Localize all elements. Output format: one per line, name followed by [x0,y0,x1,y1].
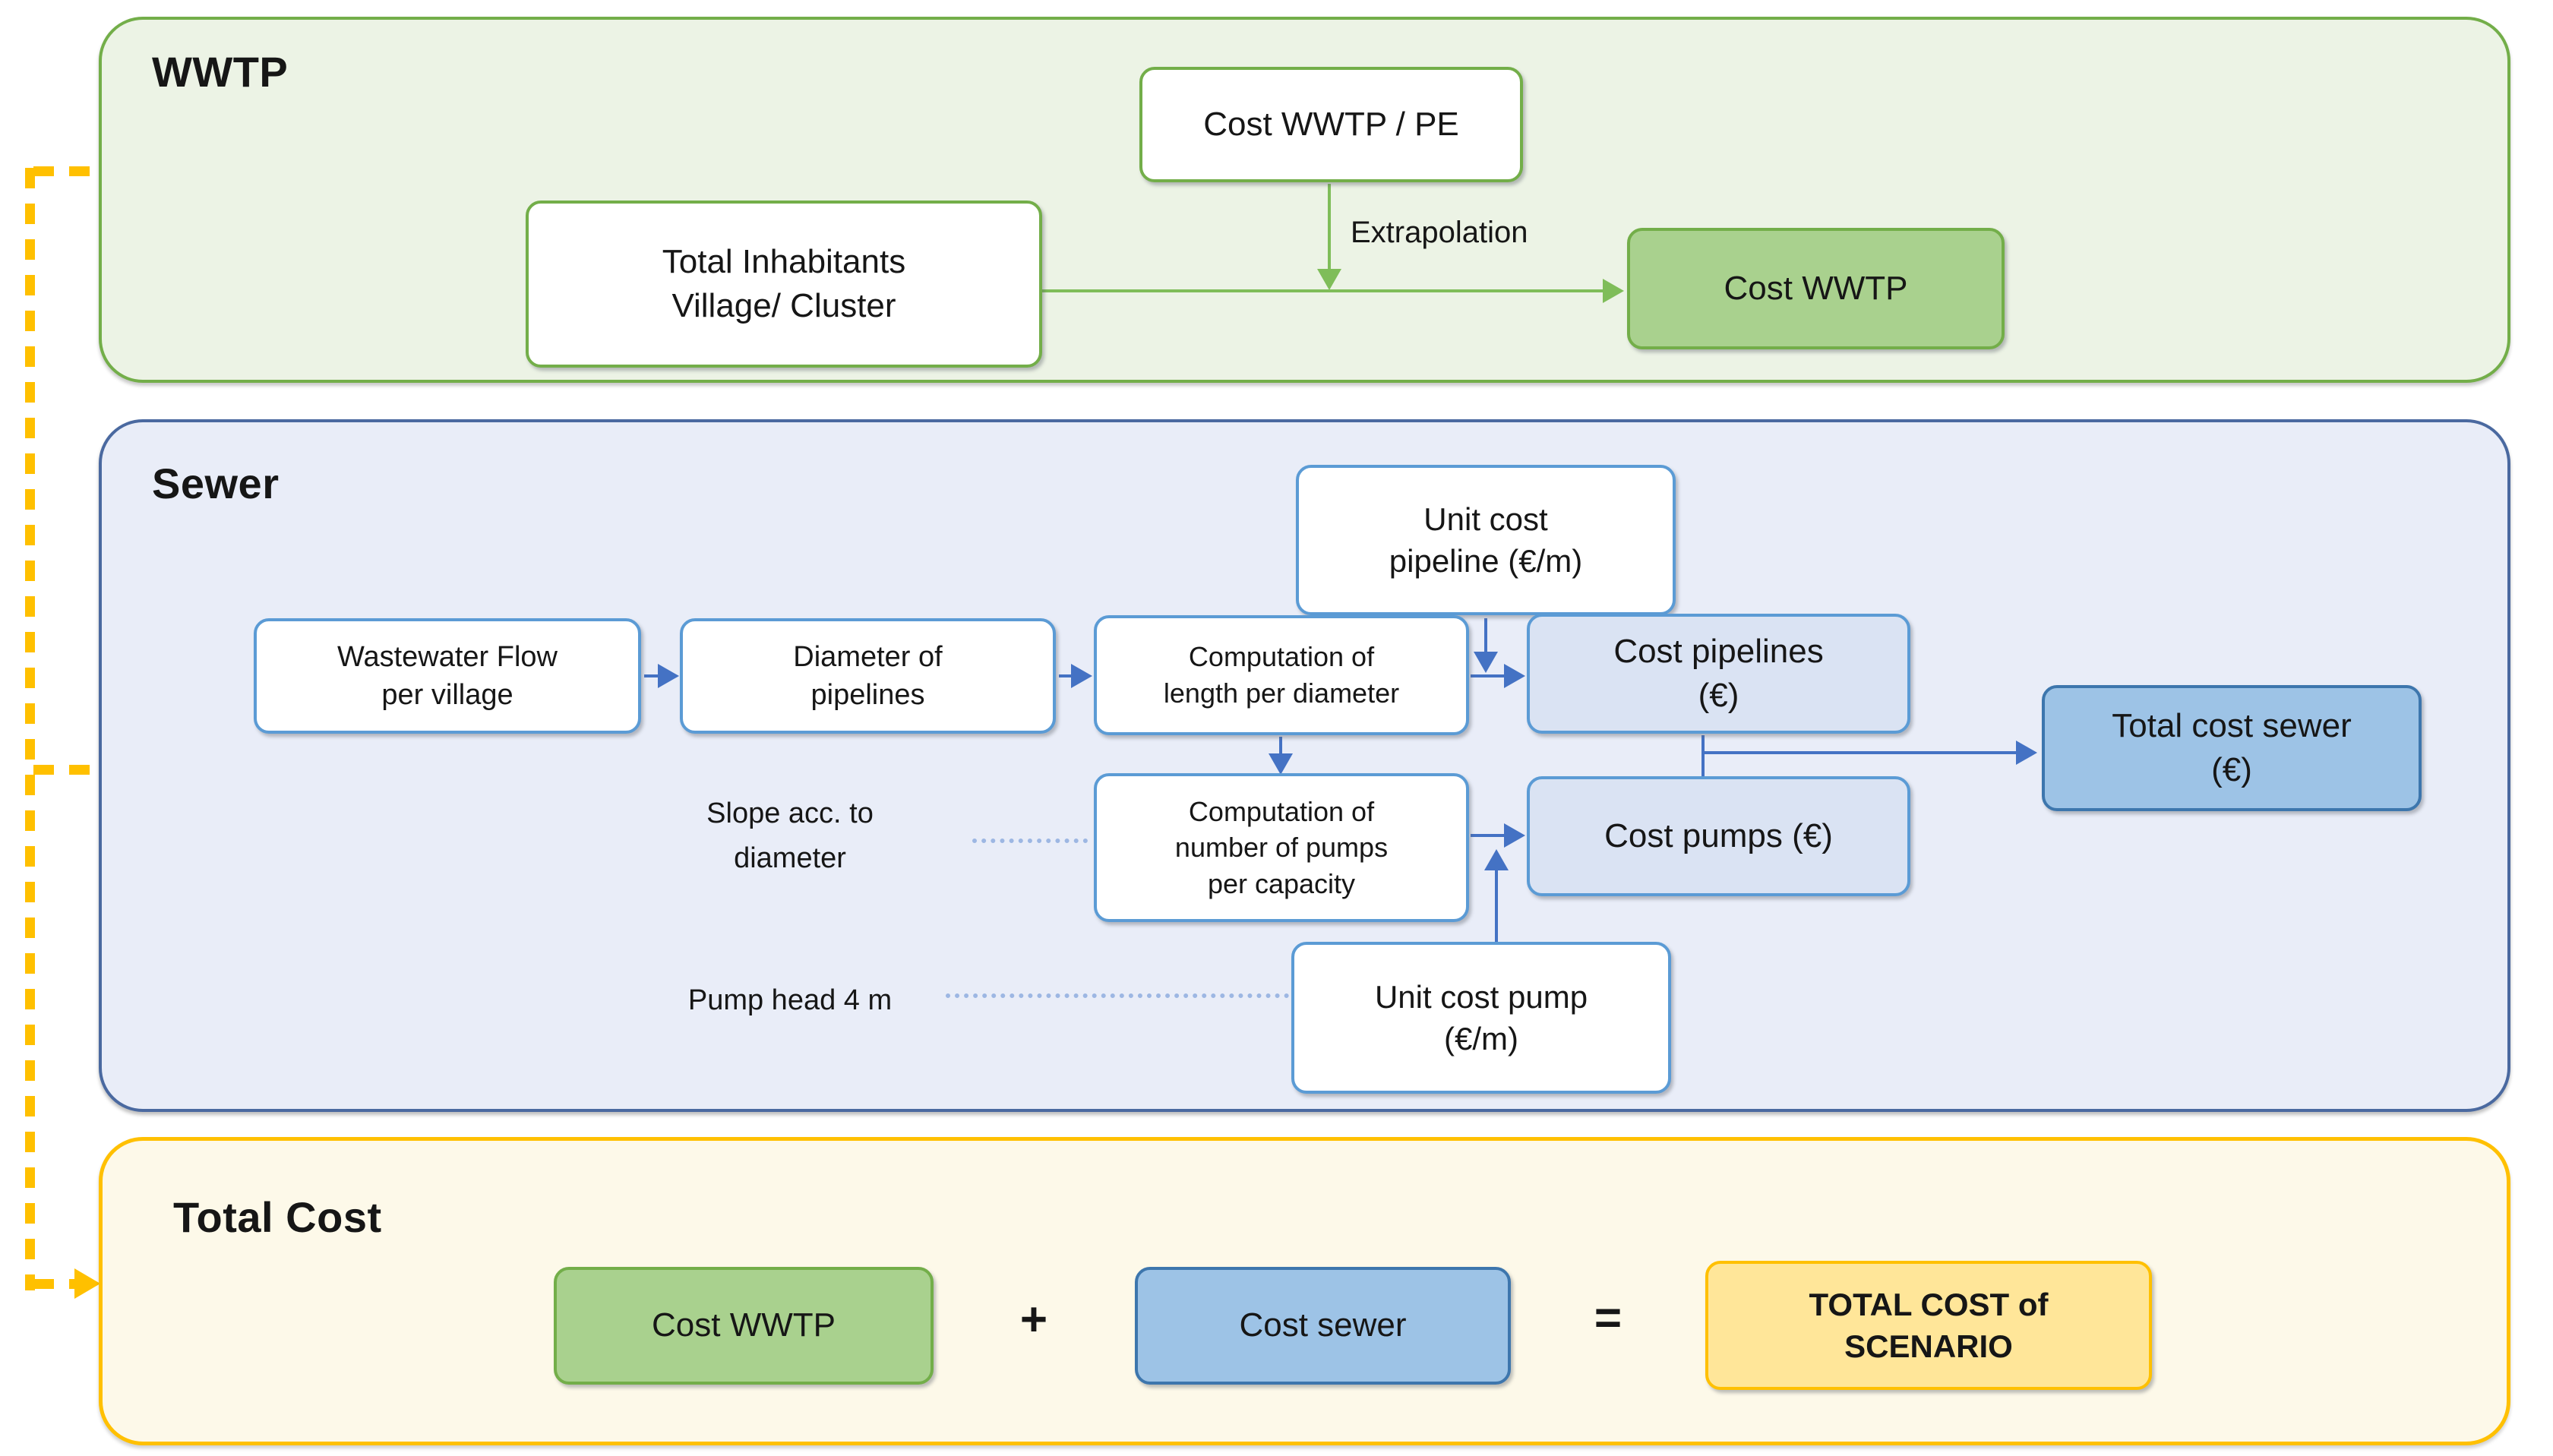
node-cost-wwtp-pe: Cost WWTP / PE [1139,67,1523,182]
node-text-line: Computation of [1188,641,1375,673]
node-text-line: (€) [2211,751,2252,788]
node-cost-pipelines: Cost pipelines (€) [1527,614,1910,734]
label-slope-acc-to-diameter: Slope acc. to diameter [646,791,934,881]
plus-operator: + [1019,1293,1048,1346]
node-wastewater-flow: Wastewater Flow per village [254,618,641,734]
edge-complength-to-costpipelines [1471,674,1506,677]
edge-pumphead-dotted [946,993,1289,998]
sewer-section-title: Sewer [152,460,280,507]
edge-unitpipeline-arrowhead-icon [1474,652,1498,673]
feed-connector-arrowhead-icon [74,1268,100,1299]
node-unit-cost-pipeline: Unit cost pipeline (€/m) [1296,465,1676,615]
node-text-line: (€) [1698,677,1739,714]
node-text-line: length per diameter [1163,677,1400,709]
edge-costwwtp-arrowhead-icon [1603,279,1624,303]
node-text-line: Wastewater Flow [337,640,558,673]
node-total-inhabitants: Total Inhabitants Village/ Cluster [526,201,1042,368]
node-text-line: per capacity [1207,867,1356,899]
node-total-cost-sewer: Total cost sewer (€) [2042,685,2422,811]
node-computation-length: Computation of length per diameter [1094,615,1469,735]
edge-costpipelines-arrowhead-icon [1504,664,1525,688]
edge-costpipelines-to-costpumps [1701,735,1705,776]
edge-unitpump-arrowhead-icon [1484,849,1509,870]
node-text-line: Cost WWTP / PE [1203,105,1459,143]
node-total-cost-scenario: TOTAL COST of SCENARIO [1705,1261,2152,1390]
edge-unitpump-up [1495,870,1498,942]
node-text-line: Computation of [1188,795,1375,827]
edge-comppumps-to-costpumps [1471,834,1506,837]
node-text-line: Cost WWTP [652,1306,836,1344]
edge-complength-arrowhead-icon [1071,664,1092,688]
node-text-line: Unit cost [1423,501,1548,537]
edge-costpe-to-junction [1328,184,1331,270]
wwtp-section-title: WWTP [152,48,289,96]
node-text-line: Village/ Cluster [671,287,896,324]
node-text-line: Cost pipelines [1613,632,1824,670]
edge-label-extrapolation: Extrapolation [1351,216,1528,249]
feed-connector-wwtp-branch [33,166,100,176]
node-text-line: number of pumps [1174,832,1389,864]
node-total-cost-wwtp: Cost WWTP [554,1267,934,1385]
edge-junction-to-totalsewer [1701,751,2017,754]
node-total-cost-sewer-bottom: Cost sewer [1135,1267,1511,1385]
edge-diameter-arrowhead-icon [658,664,679,688]
edge-unitpipeline-down [1484,618,1487,653]
node-text-line: pipelines [810,679,925,711]
node-text-line: TOTAL COST of [1809,1286,2049,1322]
total-cost-section-title: Total Cost [173,1193,382,1241]
node-text-line: per village [381,679,513,711]
edge-slope-dotted [972,839,1088,843]
edge-inhabitants-to-costwwtp [1042,289,1604,292]
node-text-line: pipeline (€/m) [1389,543,1583,579]
node-text-line: Total Inhabitants [662,242,906,280]
edge-flow-to-diameter [644,674,661,677]
label-text-line: Slope acc. to [706,797,874,829]
edge-diameter-to-complength [1059,674,1074,677]
node-unit-cost-pump: Unit cost pump (€/m) [1291,942,1671,1094]
equals-operator: = [1594,1292,1622,1344]
label-pump-head: Pump head 4 m [646,978,934,1023]
feed-connector-vertical-dashed-line [25,168,35,1290]
node-text-line: Cost pumps (€) [1604,816,1833,854]
node-cost-pumps: Cost pumps (€) [1527,776,1910,896]
edge-totalsewer-arrowhead-icon [2016,741,2037,765]
node-text-line: Unit cost pump [1374,978,1588,1015]
node-computation-pumps: Computation of number of pumps per capac… [1094,773,1469,922]
node-text-line: (€/m) [1444,1021,1518,1056]
node-text-line: Diameter of [793,640,943,673]
edge-costpe-arrowhead-icon [1317,269,1341,290]
edge-complength-to-comppumps [1279,737,1282,755]
node-text-line: Cost sewer [1239,1306,1407,1344]
feed-connector-sewer-branch [33,765,100,775]
edge-comppumps-arrowhead-icon [1269,753,1293,775]
node-text-line: Cost WWTP [1724,269,1908,307]
node-cost-wwtp: Cost WWTP [1627,228,2005,349]
label-text-line: Pump head 4 m [687,984,893,1016]
edge-costpumps-arrowhead-icon [1504,823,1525,848]
feed-connector-total-branch [33,1279,76,1289]
label-text-line: diameter [734,842,846,874]
node-text-line: Total cost sewer [2112,706,2352,744]
node-diameter-pipelines: Diameter of pipelines [680,618,1056,734]
node-text-line: SCENARIO [1844,1328,2013,1364]
